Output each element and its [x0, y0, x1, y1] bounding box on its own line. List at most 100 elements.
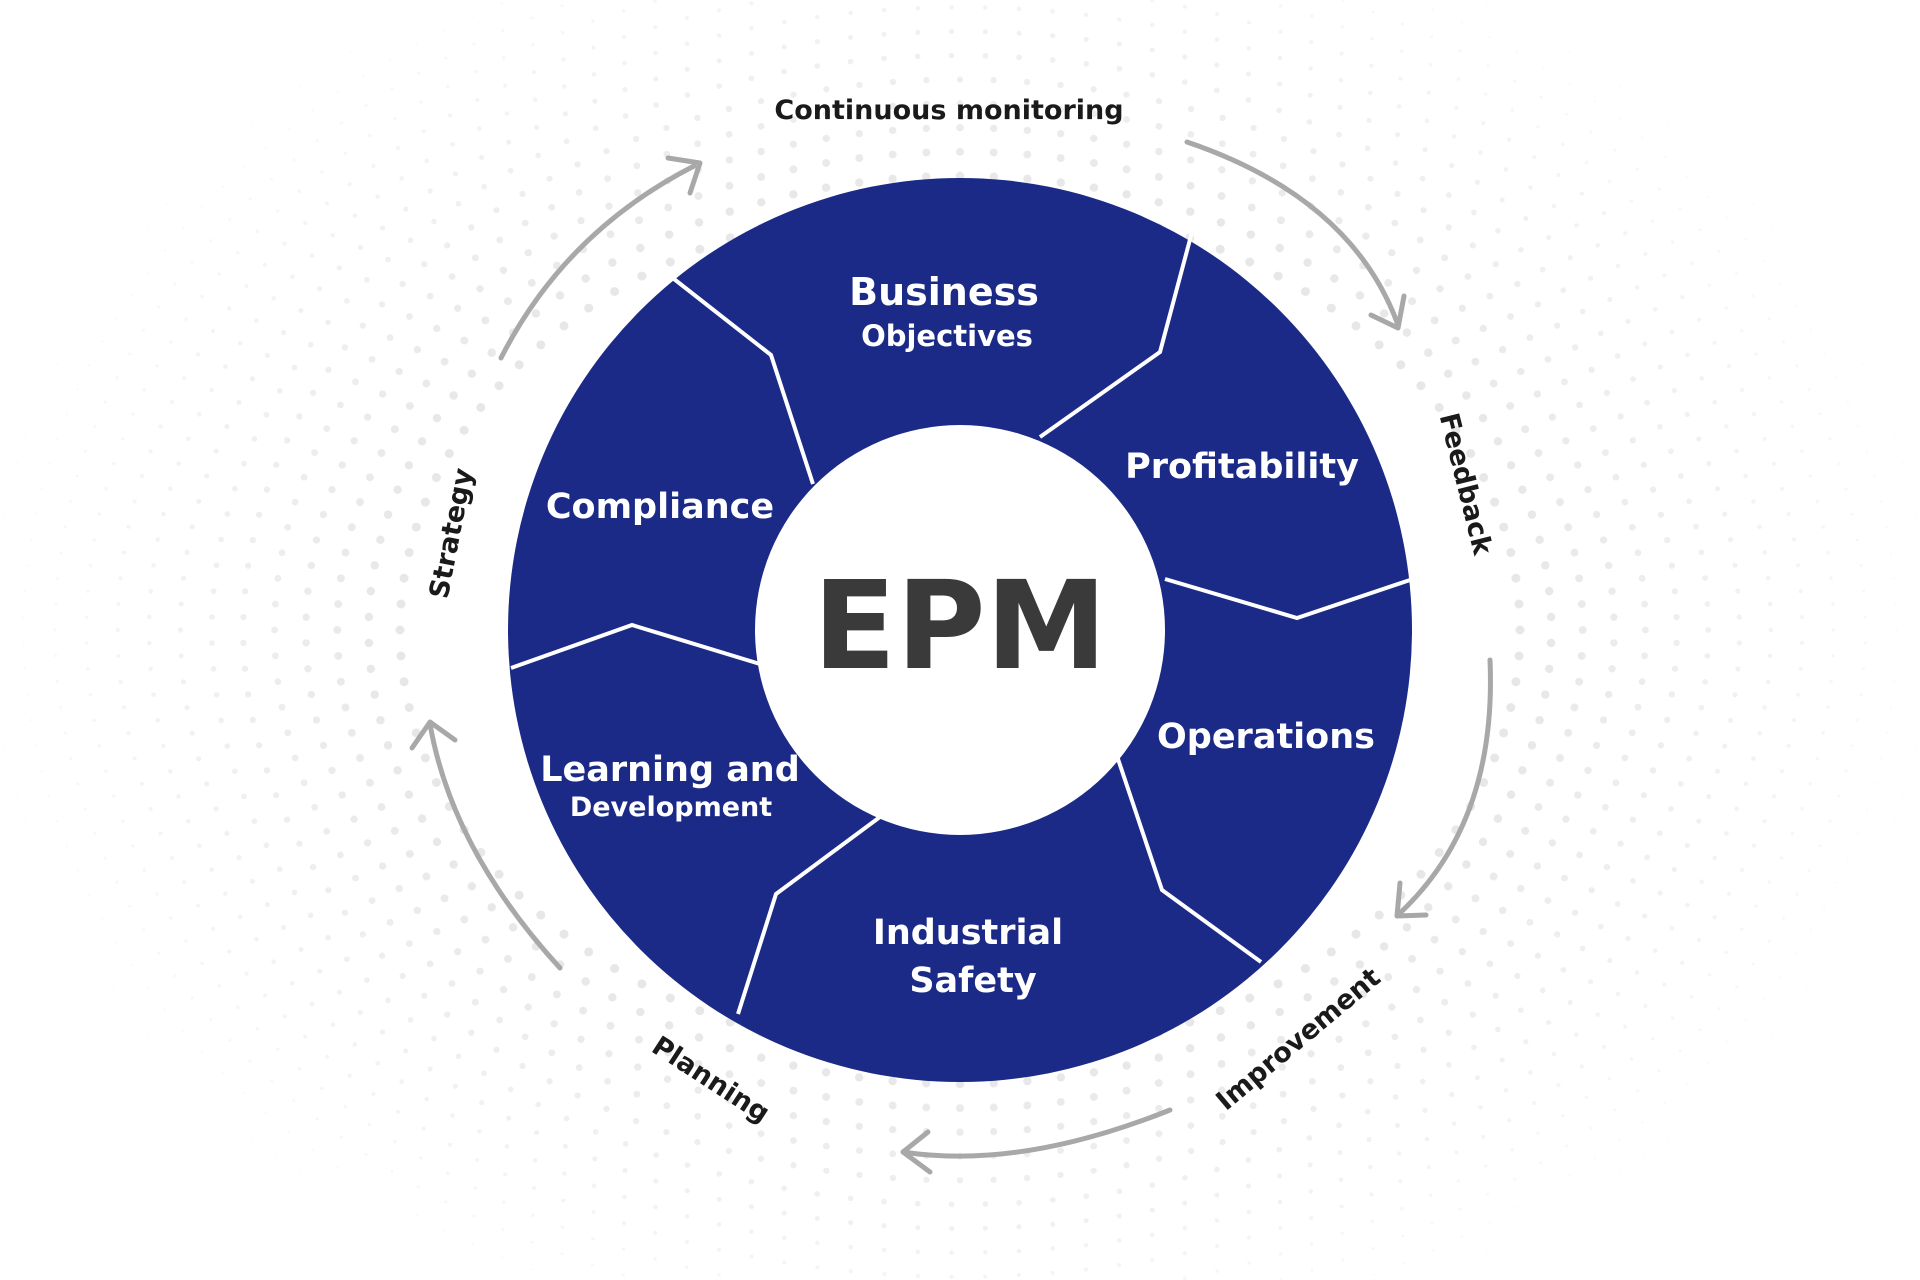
background-dot [725, 181, 734, 190]
background-dot [1273, 271, 1283, 281]
background-dot [1493, 814, 1503, 823]
background-dot [1471, 894, 1480, 903]
background-dot [376, 35, 379, 38]
background-dot [287, 127, 291, 130]
background-dot [1513, 79, 1517, 83]
background-dot [487, 903, 496, 912]
background-dot [276, 387, 283, 394]
background-dot [1895, 628, 1898, 632]
background-dot [848, 1244, 853, 1250]
background-dot [514, 360, 524, 370]
background-dot [1451, 915, 1460, 924]
background-dot [665, 257, 675, 267]
background-dot [622, 113, 629, 119]
background-dot [823, 86, 830, 93]
background-dot [47, 795, 51, 798]
background-dot [982, 1201, 989, 1207]
background-dot [956, 100, 964, 108]
background-dot [1617, 413, 1624, 420]
background-dot [380, 225, 386, 231]
background-dot [1767, 653, 1773, 659]
background-dot [1608, 587, 1616, 595]
background-dot [282, 1014, 287, 1019]
background-dot [1534, 301, 1542, 308]
background-dot [1767, 939, 1771, 943]
background-dot [1149, 47, 1155, 53]
background-dot [323, 828, 331, 835]
background-dot [1506, 703, 1516, 712]
background-dot [86, 667, 90, 671]
background-dot [1122, 1061, 1131, 1070]
background-dot [1859, 693, 1863, 696]
background-dot [635, 216, 643, 225]
background-dot [1850, 744, 1854, 748]
background-dot [1486, 5, 1488, 8]
background-dot [386, 919, 394, 926]
background-dot [393, 766, 402, 775]
background-dot [298, 307, 304, 313]
background-dot [1277, 1035, 1285, 1044]
background-dot [1726, 891, 1732, 896]
background-dot [782, 1260, 787, 1265]
background-dot [1513, 1177, 1517, 1181]
background-dot [1277, 81, 1283, 87]
background-dot [1630, 376, 1636, 382]
background-dot [1149, 1232, 1155, 1238]
background-dot [1571, 909, 1579, 916]
background-dot [1402, 1261, 1405, 1265]
background-dot [1798, 666, 1803, 671]
background-dot [1837, 462, 1841, 466]
background-dot [356, 753, 364, 762]
background-dot [1612, 779, 1620, 787]
background-dot [446, 84, 450, 89]
background-dot [161, 743, 166, 749]
background-dot [148, 449, 153, 454]
background-dot [1548, 839, 1557, 847]
background-dot [283, 816, 291, 823]
background-dot [399, 176, 405, 181]
background-dot [1422, 147, 1428, 153]
background-dot [263, 486, 271, 493]
background-dot [84, 807, 87, 811]
background-dot [1642, 626, 1649, 634]
background-dot [888, 1076, 897, 1086]
background-dot [1762, 436, 1767, 441]
background-dot [1117, 1263, 1122, 1268]
background-dot [1743, 781, 1748, 787]
background-dot [1057, 1171, 1064, 1179]
background-dot [1571, 344, 1579, 351]
background-dot [473, 1186, 478, 1190]
background-dot [1355, 291, 1365, 300]
background-dot [1277, 55, 1283, 61]
background-dot [524, 1003, 532, 1011]
background-dot [1310, 148, 1317, 155]
background-dot [822, 1117, 830, 1126]
background-dot [548, 1049, 556, 1057]
background-dot [93, 832, 97, 836]
background-dot [1458, 49, 1462, 53]
background-dot [472, 42, 476, 46]
background-dot [1458, 304, 1466, 312]
background-dot [1548, 413, 1557, 421]
background-dot [1542, 66, 1546, 70]
background-dot [822, 1093, 831, 1101]
background-dot [1818, 844, 1822, 848]
background-dot [365, 778, 374, 787]
background-dot [653, 0, 657, 4]
background-dot [1326, 947, 1336, 957]
background-dot [1666, 1135, 1669, 1138]
background-dot [1246, 230, 1256, 239]
background-dot [1246, 1235, 1251, 1240]
background-dot [379, 862, 387, 870]
background-dot [881, 55, 887, 62]
background-dot [1443, 882, 1453, 891]
background-dot [592, 125, 599, 132]
background-dot [1786, 743, 1791, 748]
background-dot [789, 165, 798, 174]
background-dot [1698, 549, 1705, 556]
background-dot [452, 171, 458, 177]
background-dot [1644, 854, 1650, 861]
background-dot [664, 203, 673, 212]
background-dot [1420, 207, 1427, 214]
background-dot [622, 86, 628, 93]
